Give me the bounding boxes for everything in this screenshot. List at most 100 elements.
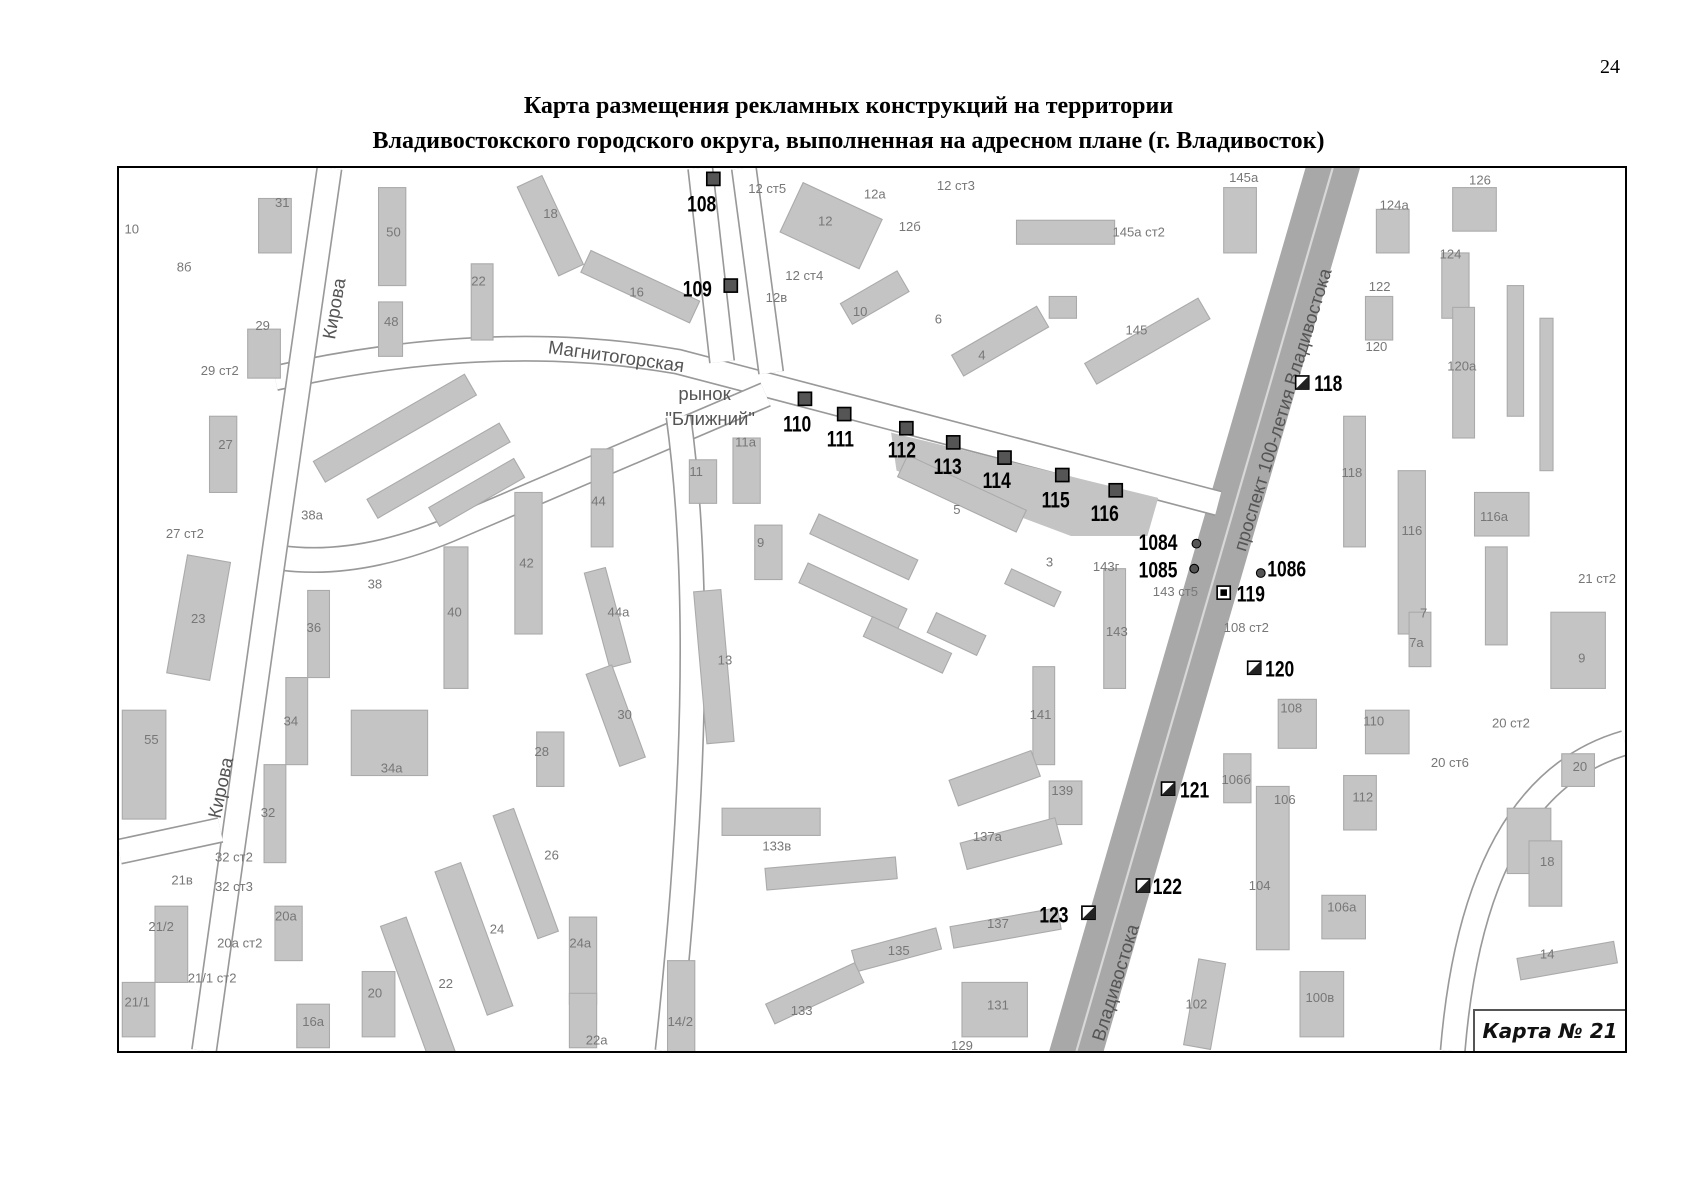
street-name-label: "Ближний"	[665, 408, 755, 429]
house-number-label: 143	[1106, 624, 1128, 639]
building	[1452, 187, 1497, 232]
house-number-label: 106	[1274, 792, 1296, 807]
building	[1364, 709, 1410, 755]
house-number-label: 137а	[973, 829, 1003, 844]
building	[366, 422, 511, 519]
building	[208, 415, 238, 494]
house-number-label: 143 ст5	[1153, 584, 1198, 599]
house-number-label: 27 ст2	[166, 526, 204, 541]
house-number-label: 20а	[275, 908, 298, 923]
page-title-line-2: Владивостокского городского округа, выпо…	[372, 128, 1325, 154]
house-number-label: 104	[1249, 878, 1271, 893]
house-number-label: 4	[978, 348, 985, 363]
street-road-fill	[192, 168, 341, 1051]
building	[1321, 894, 1367, 940]
ad-construction-marker[interactable]: 116	[1091, 482, 1124, 527]
building	[1277, 698, 1317, 749]
building	[693, 588, 735, 745]
ad-construction-marker[interactable]: 118	[1294, 372, 1343, 397]
building	[1484, 546, 1508, 646]
building	[809, 513, 919, 581]
ad-construction-marker[interactable]: 1084	[1139, 531, 1202, 556]
building	[688, 459, 718, 504]
house-number-label: 10	[853, 304, 868, 319]
roads-layer	[119, 168, 1625, 1051]
house-number-label: 22	[439, 976, 454, 991]
house-number-label: 32	[261, 805, 276, 820]
building	[862, 615, 953, 674]
marker-number-label: 121	[1180, 779, 1209, 803]
house-number-label: 28	[534, 744, 549, 759]
building	[361, 970, 396, 1038]
ad-construction-marker[interactable]: 121	[1160, 779, 1210, 803]
building	[839, 270, 910, 326]
house-number-label: 40	[447, 605, 462, 620]
house-number-label: 20а ст2	[217, 936, 262, 951]
building	[850, 927, 943, 973]
house-number-label: 26	[544, 847, 559, 862]
building	[1528, 840, 1563, 907]
marker-half-icon	[1295, 375, 1309, 390]
ad-construction-marker[interactable]: 1085	[1139, 559, 1200, 583]
ad-construction-marker[interactable]: 109	[683, 278, 739, 302]
ad-construction-marker[interactable]: 115	[1042, 467, 1070, 514]
building	[764, 961, 865, 1025]
building	[296, 1003, 331, 1049]
building	[1032, 666, 1056, 766]
ad-construction-marker[interactable]: 108	[687, 171, 721, 217]
house-number-label: 44	[591, 494, 606, 509]
marker-number-label: 1084	[1139, 531, 1178, 555]
building	[1364, 295, 1394, 341]
house-number-label: 12а	[864, 186, 887, 201]
house-number-label: 12в	[766, 290, 788, 305]
house-number-label: 14	[1540, 946, 1555, 961]
ad-construction-marker[interactable]: 123	[1039, 904, 1096, 928]
building	[1561, 753, 1596, 787]
building	[470, 263, 494, 341]
house-number-label: 108	[1280, 700, 1302, 715]
building	[377, 187, 407, 287]
building	[1255, 785, 1290, 951]
house-number-label: 32 ст3	[215, 879, 253, 894]
building	[1343, 415, 1367, 548]
house-number-label: 11	[689, 464, 703, 479]
building	[1003, 568, 1062, 608]
marker-number-label: 1086	[1267, 558, 1306, 582]
building	[1223, 753, 1252, 804]
ad-construction-marker[interactable]: 119	[1216, 583, 1265, 607]
ad-construction-marker[interactable]: 1086	[1255, 558, 1306, 582]
house-number-label: 16	[629, 284, 644, 299]
house-number-label: 12	[818, 214, 833, 229]
building	[568, 916, 598, 1005]
house-number-label: 124	[1440, 246, 1462, 261]
house-number-label: 145а	[1229, 170, 1259, 185]
ad-construction-marker[interactable]: 113	[934, 435, 962, 480]
house-number-label: 8б	[177, 259, 192, 274]
street-road-fill	[688, 168, 734, 364]
ad-construction-marker[interactable]: 110	[783, 391, 813, 437]
house-number-label: 145а ст2	[1112, 225, 1165, 240]
building	[754, 524, 783, 581]
ad-construction-marker[interactable]: 120	[1246, 658, 1295, 682]
house-number-label: 22	[471, 274, 486, 289]
building	[1048, 295, 1078, 319]
house-number-label: 131	[987, 998, 1009, 1013]
house-number-label: 12 ст5	[748, 181, 786, 196]
house-number-label: 112	[1352, 790, 1373, 805]
house-number-label: 34	[284, 713, 299, 728]
house-number-label: 12 ст4	[785, 268, 823, 283]
marker-square-icon	[1054, 467, 1070, 483]
ad-construction-marker[interactable]: 111	[827, 406, 854, 453]
ad-construction-marker[interactable]: 114	[983, 450, 1012, 494]
ad-construction-marker[interactable]: 112	[888, 420, 916, 463]
house-number-label: 38а	[301, 508, 324, 523]
house-number-label: 106б	[1222, 772, 1251, 787]
house-number-label: 36	[307, 620, 322, 635]
building	[585, 664, 647, 768]
ad-construction-marker[interactable]: 122	[1135, 875, 1182, 900]
marker-square-icon	[898, 420, 914, 436]
